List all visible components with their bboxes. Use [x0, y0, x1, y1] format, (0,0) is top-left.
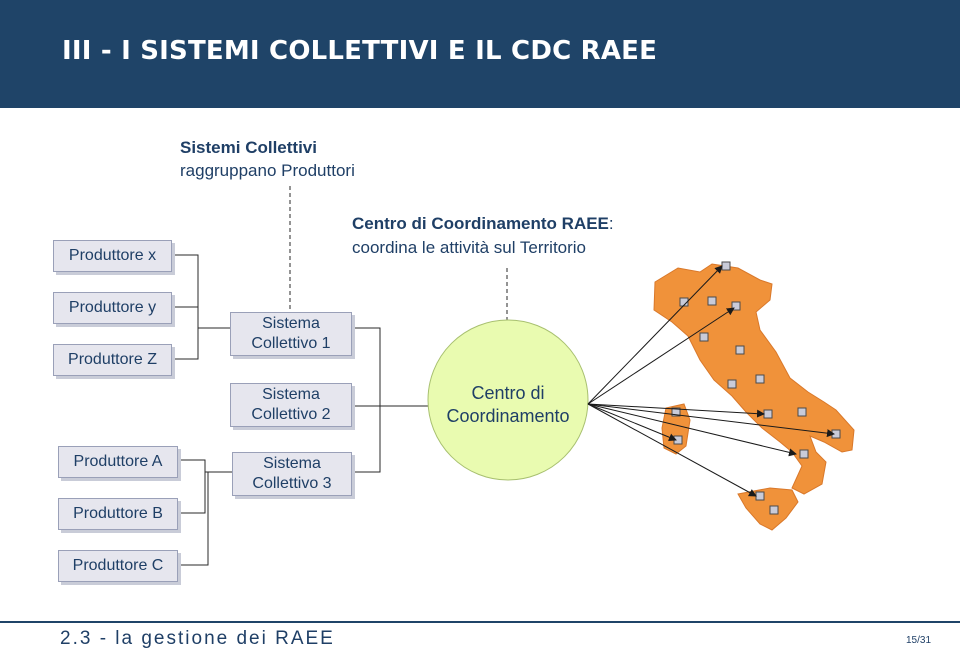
arrow: [587, 265, 723, 405]
arrow: [587, 307, 735, 405]
producer-x-label: Produttore x: [68, 247, 157, 264]
arrow: [587, 403, 797, 457]
map-node: [797, 407, 807, 417]
collective-system-3-line1: Sistema: [263, 455, 321, 472]
cdc-caption-colon: :: [608, 214, 614, 233]
page-number: 15/31: [906, 635, 932, 646]
producer-a-box: Produttore A: [58, 446, 178, 478]
map-node: [699, 332, 709, 342]
collective-system-3-line2: Collettivo 3: [252, 475, 332, 492]
map-node: [769, 505, 779, 515]
cdc-caption-subtitle: coordina le attività sul Territorio: [352, 238, 587, 257]
producer-c-label: Produttore C: [72, 557, 164, 574]
dashed-callouts: [289, 186, 508, 323]
systems-caption-title: Sistemi Collettivi: [180, 138, 317, 157]
producer-a-label: Produttore A: [73, 453, 163, 470]
producer-y-label: Produttore y: [68, 299, 157, 316]
connector-to-center: [350, 405, 435, 473]
map-node: [799, 449, 809, 459]
producer-z-label: Produttore Z: [68, 351, 157, 368]
mainland-shape: [653, 263, 855, 495]
map-node: [679, 297, 689, 307]
center-label-line1: Centro di: [471, 383, 545, 403]
map-node: [727, 379, 737, 389]
producer-b-box: Produttore B: [58, 498, 178, 530]
producer-c-box: Produttore C: [58, 550, 178, 582]
connector-b: [170, 472, 206, 514]
coordination-center-circle: [427, 319, 589, 481]
sicily-shape: [737, 487, 799, 531]
cdc-caption-title: Centro di Coordinamento RAEE:: [352, 214, 614, 234]
footer-section-label: 2.3 - la gestione dei RAEE: [60, 628, 335, 649]
center-label-line2: Coordinamento: [446, 406, 570, 426]
collective-system-1-line1: Sistema: [262, 315, 320, 332]
italy-map: [653, 263, 855, 531]
map-nodes: [671, 261, 841, 515]
distribution-arrows: [587, 265, 835, 497]
producer-b-label: Produttore B: [73, 505, 163, 522]
map-node: [731, 301, 741, 311]
map-node: [763, 409, 773, 419]
sardinia-shape: [661, 403, 691, 455]
collective-system-2-line2: Collettivo 2: [251, 406, 331, 423]
connector-x: [170, 254, 199, 328]
collective-system-2-line1: Sistema: [262, 386, 320, 403]
map-node: [671, 407, 681, 417]
map-node: [721, 261, 731, 271]
arrow: [587, 403, 757, 497]
map-node: [707, 296, 717, 306]
arrow: [587, 403, 765, 418]
slide-title: III - I SISTEMI COLLETTIVI E IL CDC RAEE: [62, 36, 658, 66]
arrow: [587, 403, 677, 442]
producer-y-box: Produttore y: [53, 292, 172, 324]
producer-x-box: Produttore x: [53, 240, 172, 272]
connector-a: [170, 459, 232, 473]
systems-caption-subtitle: raggruppano Produttori: [180, 161, 355, 180]
arrow: [587, 403, 835, 438]
map-node: [735, 345, 745, 355]
coordination-center-label: Centro di Coordinamento: [432, 382, 584, 428]
producer-z-box: Produttore Z: [53, 344, 172, 376]
collective-system-1-line2: Collettivo 1: [251, 335, 331, 352]
connector-sc1-sc2: [350, 327, 381, 407]
cdc-caption-title-text: Centro di Coordinamento RAEE: [352, 214, 609, 233]
connector-z: [170, 328, 199, 360]
connector-lines: [170, 254, 435, 566]
connector-c: [170, 472, 209, 566]
map-node: [755, 491, 765, 501]
slide-header: III - I SISTEMI COLLETTIVI E IL CDC RAEE: [0, 0, 960, 108]
map-node: [755, 374, 765, 384]
footer-divider: [0, 621, 960, 623]
